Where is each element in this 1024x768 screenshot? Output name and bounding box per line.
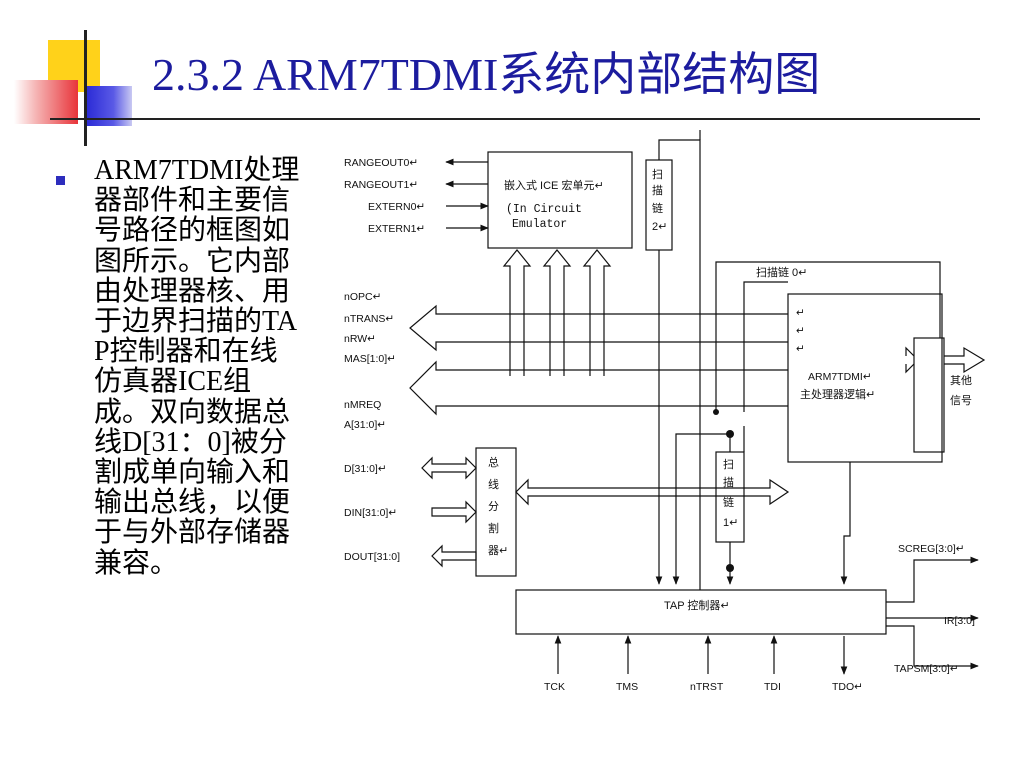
- other-signals-box: [913, 337, 945, 453]
- arm7tdmi-block-diagram: 嵌入式 ICE 宏单元↵ (In Circuit Emulator 扫 描 链 …: [338, 126, 992, 698]
- signal-tdo: TDO↵: [832, 681, 863, 693]
- core-box: [787, 293, 943, 463]
- signal-ir: IR[3:0]: [944, 615, 975, 627]
- core-label-1: ARM7TDMI↵: [808, 371, 872, 383]
- ice-unit-label: 嵌入式 ICE 宏单元↵: [504, 178, 604, 192]
- scan-chain-1-char-1: 扫: [723, 458, 734, 471]
- ice-unit-sub-label-2: Emulator: [512, 218, 567, 231]
- scan-chain-2-char-2: 描: [652, 183, 663, 197]
- signal-rangeout0: RANGEOUT0↵: [344, 157, 418, 169]
- logo-vertical-line: [84, 30, 87, 146]
- scan-chain-2-char-1: 扫: [652, 168, 663, 181]
- bus-splitter-char-5: 器↵: [488, 544, 508, 557]
- signal-tdi: TDI: [764, 681, 781, 693]
- core-mark-2: ↵: [796, 325, 805, 337]
- scan-chain-1-char-2: 描: [723, 475, 734, 489]
- bus-splitter-char-4: 割: [488, 521, 499, 535]
- scan-chain-1-char-3: 链: [723, 495, 734, 509]
- signal-nopc: nOPC↵: [344, 291, 381, 303]
- signal-screg: SCREG[3:0]↵: [898, 543, 965, 555]
- logo-red-gradient-bar: [14, 80, 78, 124]
- ice-unit-sub-label-1: (In Circuit: [506, 203, 582, 216]
- core-mark-1: ↵: [796, 307, 805, 319]
- signal-nrw: nRW↵: [344, 333, 376, 345]
- signal-extern0: EXTERN0↵: [368, 201, 425, 213]
- signal-ntrans: nTRANS↵: [344, 313, 394, 325]
- scan-chain-2-char-3: 链: [652, 201, 663, 215]
- slide-title: 2.3.2 ARM7TDMI系统内部结构图: [152, 49, 821, 100]
- signal-nmreq: nMREQ: [344, 399, 381, 411]
- core-label-2: 主处理器逻辑↵: [800, 387, 875, 401]
- bus-splitter-char-3: 分: [488, 500, 499, 513]
- signal-extern1: EXTERN1↵: [368, 223, 425, 235]
- signal-address: A[31:0]↵: [344, 419, 386, 431]
- scan-chain-2-char-4: 2↵: [652, 221, 667, 233]
- signal-d: D[31:0]↵: [344, 463, 387, 475]
- diagram-svg: 嵌入式 ICE 宏单元↵ (In Circuit Emulator 扫 描 链 …: [344, 130, 986, 693]
- signal-tms: TMS: [616, 681, 638, 693]
- bus-splitter-char-1: 总: [488, 455, 499, 469]
- scan-chain-0-label: 扫描链 0↵: [756, 265, 807, 279]
- other-signals-label-2: 信号: [950, 394, 972, 407]
- signal-din: DIN[31:0]↵: [344, 507, 397, 519]
- bus-splitter-char-2: 线: [488, 477, 499, 491]
- title-underline: [50, 118, 980, 120]
- signal-dout: DOUT[31:0]: [344, 551, 400, 563]
- other-signals-label-1: 其他: [950, 374, 972, 387]
- scan-chain-1-char-4: 1↵: [723, 517, 738, 529]
- signal-tck: TCK: [544, 681, 565, 693]
- signal-mas: MAS[1:0]↵: [344, 353, 396, 365]
- tap-controller-box: [515, 589, 887, 635]
- core-mark-3: ↵: [796, 343, 805, 355]
- signal-ntrst: nTRST: [690, 681, 724, 693]
- bullet-marker: [56, 176, 65, 185]
- logo-blue-gradient-square: [86, 86, 132, 126]
- ice-unit-box: [487, 151, 633, 249]
- signal-tapsm: TAPSM[3:0]↵: [894, 663, 959, 675]
- tap-controller-label: TAP 控制器↵: [664, 598, 730, 612]
- signal-rangeout1: RANGEOUT1↵: [344, 179, 418, 191]
- bullet-text: ARM7TDMI处理器部件和主要信号路径的框图如图所示。它内部由处理器核、用于边…: [94, 155, 300, 579]
